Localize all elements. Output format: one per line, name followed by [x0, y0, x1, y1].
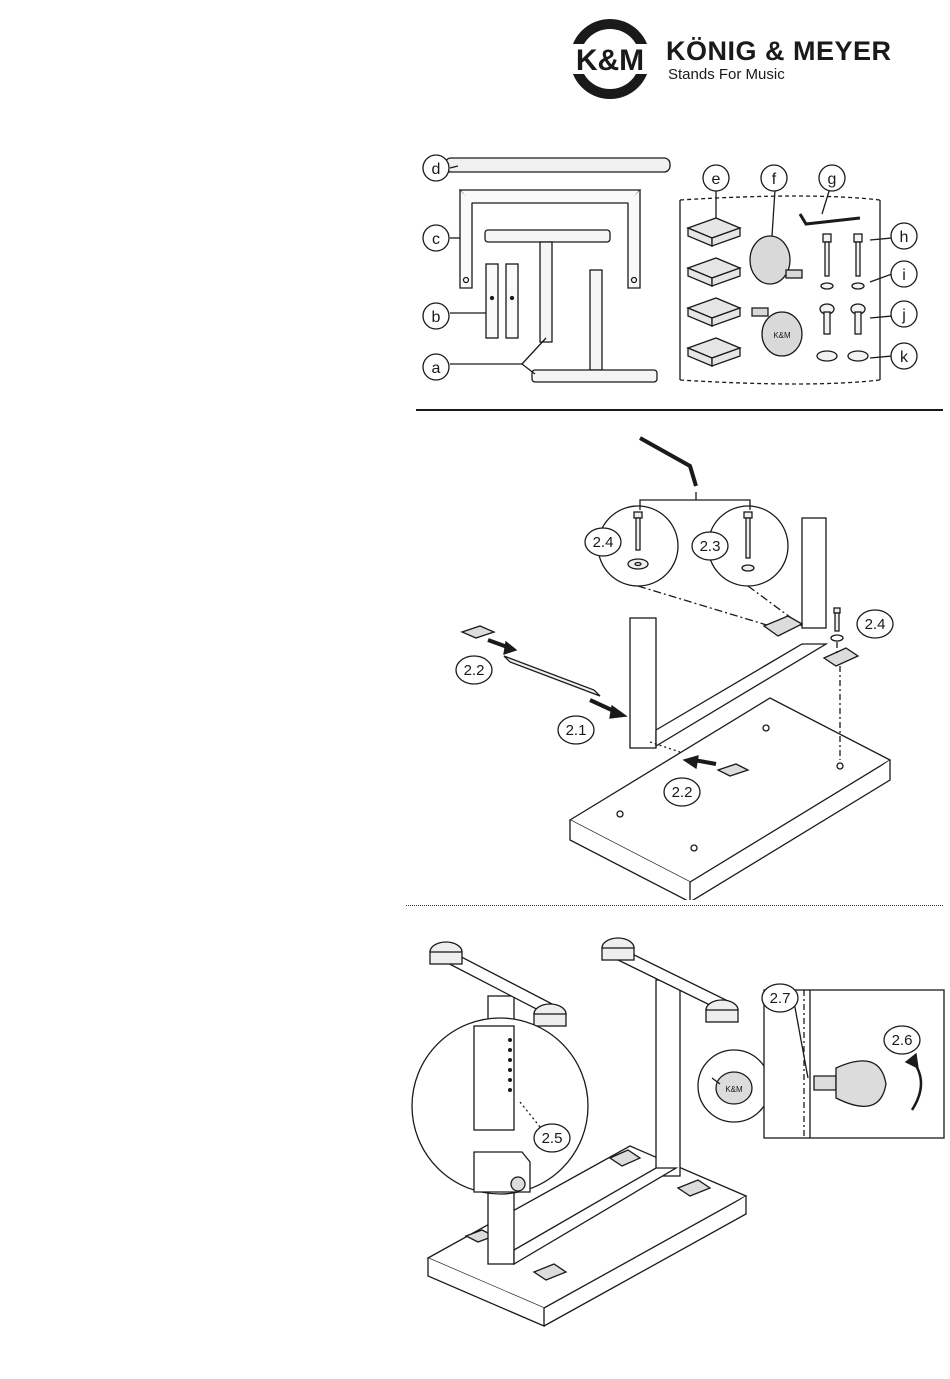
svg-text:K&M: K&M: [773, 331, 791, 340]
assembly-diagram-upper: K&M 2.5 2.7 2.6: [410, 930, 945, 1340]
part-label-d: d: [432, 161, 441, 178]
step-label-2-5: 2.5: [542, 1130, 563, 1147]
part-d-seat-bar: [445, 158, 670, 172]
part-c-frame-top: [460, 190, 640, 203]
parts-overview-diagram: K&M a b c d e f g h i j k: [410, 148, 945, 400]
part-label-g: g: [828, 171, 837, 188]
allen-key-icon: [640, 438, 696, 486]
svg-text:K&M: K&M: [725, 1085, 743, 1094]
part-label-j: j: [901, 307, 906, 324]
part-g-allen-key: [800, 214, 860, 224]
part-k-large-washers: [817, 351, 868, 361]
upright-right-lower: [656, 980, 680, 1176]
part-label-a: a: [432, 360, 441, 377]
step-label-2-6: 2.6: [892, 1032, 913, 1049]
section-divider-dotted: [406, 905, 943, 906]
step-label-2-4-right: 2.4: [865, 616, 886, 633]
km-logo-mark: K&M: [555, 14, 665, 104]
step-label-2-2-lower: 2.2: [672, 784, 693, 801]
frame-upright-right: [802, 518, 826, 628]
part-label-e: e: [712, 171, 721, 188]
section-divider-solid: [416, 409, 943, 411]
part-label-h: h: [900, 229, 909, 246]
part-a-crossbar-top: [485, 230, 610, 242]
step-label-2-7: 2.7: [770, 990, 791, 1007]
part-b-plate-1: [486, 264, 498, 338]
mount-plate: [504, 656, 600, 696]
step-label-2-2: 2.2: [464, 662, 485, 679]
part-label-b: b: [432, 309, 441, 326]
part-j-screws: [820, 304, 865, 334]
part-label-f: f: [772, 171, 777, 188]
step-label-2-4: 2.4: [593, 534, 614, 551]
part-label-i: i: [902, 267, 906, 284]
step-label-2-3: 2.3: [700, 538, 721, 555]
part-label-k: k: [900, 349, 909, 366]
part-h-bolts: [823, 234, 862, 276]
part-b-plate-2: [506, 264, 518, 338]
part-a-crossbar-bottom: [532, 370, 657, 382]
step-label-2-1: 2.1: [566, 722, 587, 739]
brand-name: KÖNIG & MEYER: [666, 36, 892, 67]
logo-text: K&M: [576, 44, 644, 77]
frame-upright-left: [630, 618, 656, 748]
part-label-c: c: [432, 231, 440, 248]
part-e-pads: [688, 218, 740, 366]
part-f-knobs: K&M: [750, 236, 802, 356]
brand-tagline: Stands For Music: [668, 66, 785, 83]
part-i-washers: [821, 283, 864, 289]
assembly-diagram-frame: 2.4 2.3 2.4 2.2 2.1 2.2: [440, 430, 945, 900]
